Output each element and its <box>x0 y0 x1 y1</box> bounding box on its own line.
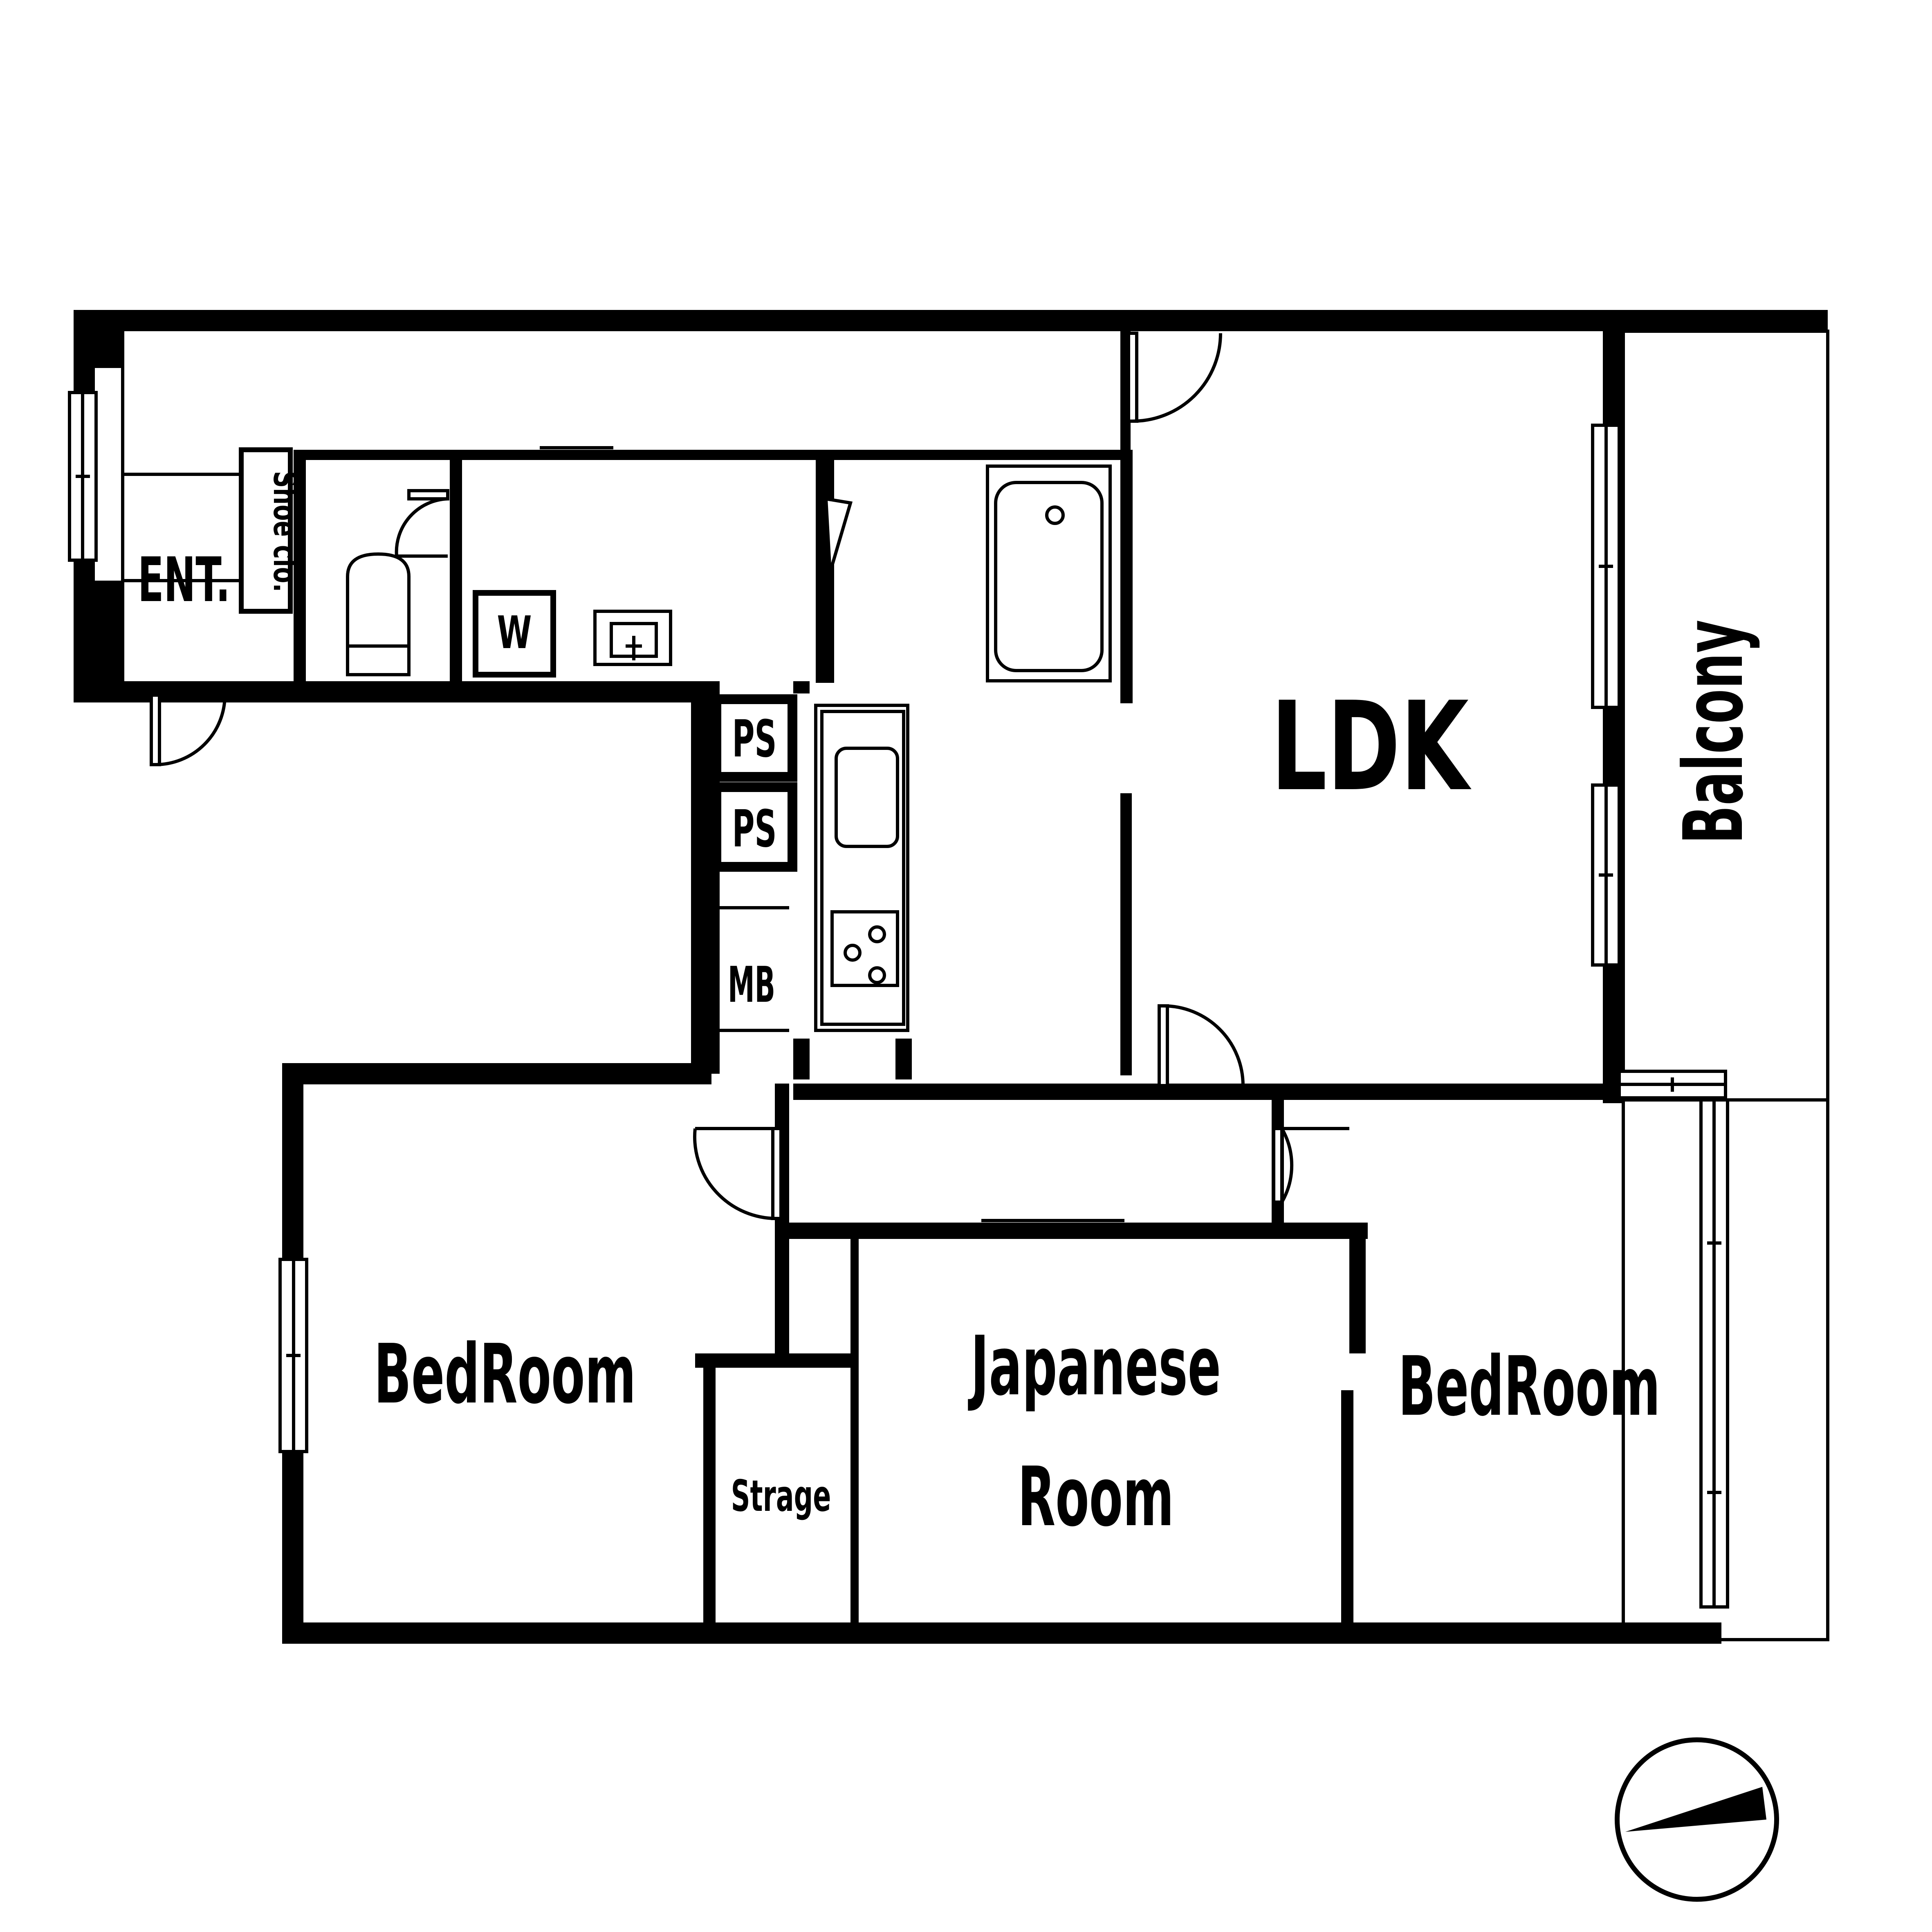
toilet-icon <box>346 552 411 676</box>
washer-box <box>473 590 556 678</box>
label-bedroom-left: BedRoom <box>374 1326 636 1422</box>
label-pipe-space-1: PS <box>732 709 777 769</box>
door-ldk-top <box>1127 332 1222 423</box>
label-storage: Strage <box>731 1471 831 1521</box>
exterior-walls <box>74 310 1828 1644</box>
bathtub-icon <box>986 464 1112 682</box>
label-shoe-closet: Shoe clo. <box>266 471 304 592</box>
door-entrance-front <box>150 693 227 766</box>
label-balcony: Balcony <box>1667 620 1761 844</box>
door-bedroom-right <box>1272 1127 1349 1204</box>
thin-walls <box>121 331 1351 1456</box>
label-meter-box: MB <box>728 956 775 1013</box>
label-bedroom-right: BedRoom <box>1398 1339 1660 1434</box>
door-toilet <box>395 489 449 558</box>
label-ldk: LDK <box>1271 675 1472 818</box>
label-japanese-room-line2: Room <box>1018 1449 1174 1544</box>
windows <box>68 391 1729 1609</box>
stove-icon <box>830 910 899 987</box>
door-bedroom-left <box>693 1127 783 1221</box>
label-washer: W <box>497 607 532 659</box>
door-ldk-bottom <box>1158 1004 1245 1087</box>
door-bath <box>824 497 853 573</box>
wash-basin-icon <box>593 610 672 666</box>
kitchen-counter <box>814 704 909 1032</box>
doors <box>150 332 1349 1221</box>
shoe-closet <box>239 447 293 614</box>
north-arrow-icon <box>1615 1737 1779 1902</box>
pipe-space-boxes <box>711 694 797 872</box>
kitchen-sink-icon <box>835 747 899 848</box>
label-entrance: ENT. <box>138 545 230 616</box>
label-japanese-room-line1: Japanese <box>968 1318 1221 1414</box>
label-pipe-space-2: PS <box>732 799 777 859</box>
